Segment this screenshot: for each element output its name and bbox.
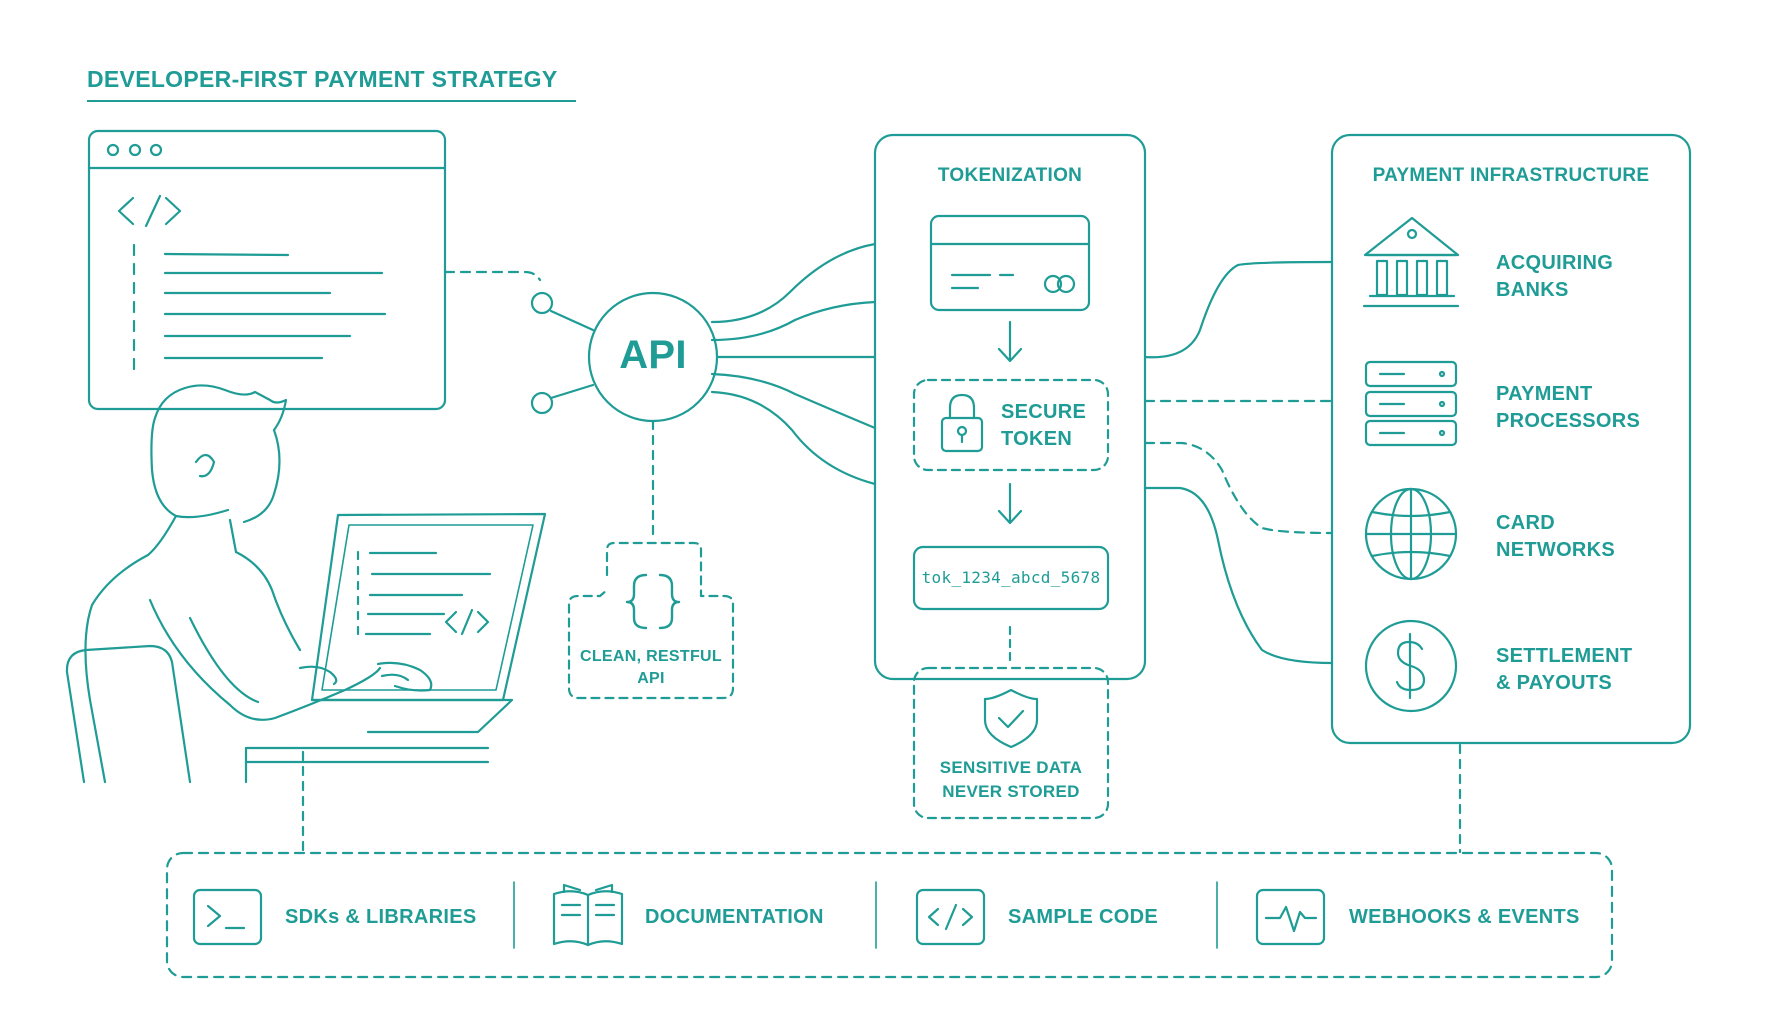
developer-tools-bar (165, 851, 1614, 979)
settlement-payouts-label: SETTLEMENT & PAYOUTS (1496, 645, 1633, 694)
secure-token-label: SECURE TOKEN (1001, 401, 1087, 450)
title-underline (87, 100, 576, 102)
server-icon (1364, 360, 1458, 447)
api-label: API (619, 333, 687, 377)
api-node (530, 291, 719, 542)
developer-illustration (65, 384, 490, 784)
globe-icon (1364, 487, 1458, 581)
acquiring-banks-label: ACQUIRING BANKS (1496, 252, 1614, 301)
laptop-illustration (310, 512, 547, 734)
tool-sample-code: SAMPLE CODE (1008, 906, 1158, 928)
infrastructure-heading: PAYMENT INFRASTRUCTURE (1372, 165, 1650, 186)
terminal-icon (192, 888, 263, 946)
tool-sdks-libraries: SDKs & LIBRARIES (285, 906, 477, 928)
editor-to-api-link (443, 270, 542, 282)
tool-webhooks-events: WEBHOOKS & EVENTS (1349, 906, 1580, 928)
tokenization-heading: TOKENIZATION (937, 165, 1083, 186)
book-icon (552, 883, 624, 947)
dollar-icon (1364, 619, 1458, 713)
secure-token-box (912, 378, 1110, 472)
shield-check-icon (983, 688, 1039, 749)
infrastructure-panel (1330, 133, 1692, 745)
code-brackets-icon (117, 194, 182, 228)
card-networks-label: CARD NETWORKS (1496, 512, 1616, 561)
credit-card-icon (929, 214, 1091, 312)
laptop-code-icon (444, 608, 490, 636)
arrow-down-icon (997, 320, 1023, 363)
code-editor-window (87, 129, 447, 411)
arrow-down-icon (997, 482, 1023, 525)
lock-icon (940, 393, 984, 453)
curly-braces-icon (625, 573, 681, 630)
bank-icon (1362, 216, 1460, 308)
code-icon (915, 888, 986, 946)
token-value-box (912, 545, 1110, 611)
sensitive-data-label: SENSITIVE DATA NEVER STORED (939, 758, 1083, 801)
page-title: DEVELOPER-FIRST PAYMENT STRATEGY (87, 66, 558, 92)
tokenization-panel (873, 133, 1147, 681)
tool-documentation: DOCUMENTATION (645, 906, 824, 928)
restful-api-note (567, 541, 735, 700)
api-to-tokenization-links (710, 242, 877, 486)
sensitive-data-box (912, 666, 1110, 820)
tokenization-to-infrastructure-links (1143, 260, 1334, 665)
pulse-icon (1255, 888, 1326, 946)
payment-processors-label: PAYMENT PROCESSORS (1496, 383, 1641, 432)
token-value: tok_1234_abcd_5678 (921, 568, 1101, 587)
restful-api-note-text: CLEAN, RESTFUL API (580, 648, 722, 687)
